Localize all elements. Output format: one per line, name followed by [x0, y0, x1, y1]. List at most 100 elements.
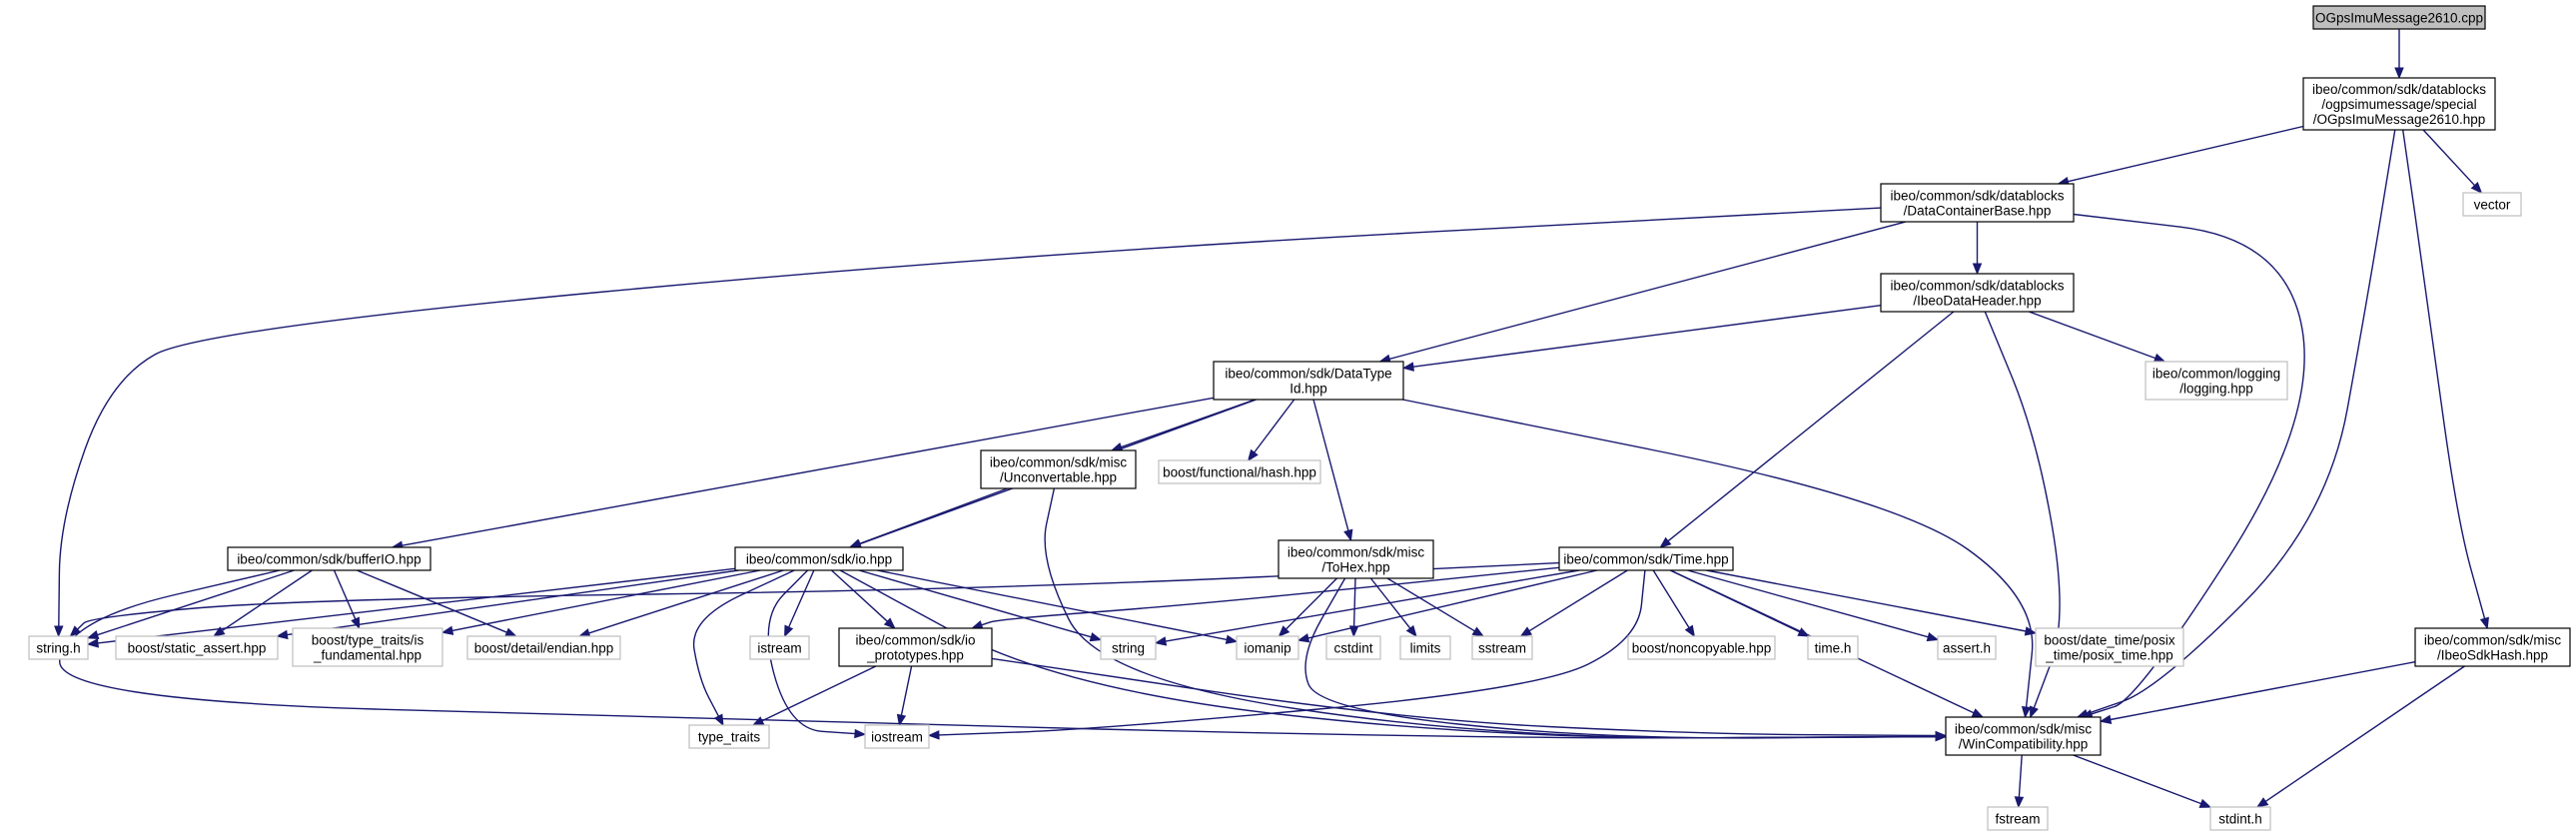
edge-line [2068, 125, 2304, 183]
node-label-line: string [1112, 641, 1145, 656]
node-bendian: boost/detail/endian.hpp [466, 635, 621, 660]
edge-idh-to-logging [2028, 311, 2166, 363]
node-label-line: sstream [1478, 641, 1526, 656]
edge-line [402, 397, 1215, 546]
edge-line [222, 569, 313, 631]
edge-arrowhead [276, 629, 289, 640]
node-unconv[interactable]: ibeo/common/sdk/misc/Unconvertable.hpp [980, 449, 1137, 489]
node-box [1880, 273, 2075, 313]
node-label-line: vector [2474, 198, 2511, 213]
edge-line [858, 487, 1008, 545]
edge-arrowhead [351, 616, 361, 630]
edge-ogps_hpp-to-dcb [2057, 125, 2304, 187]
edge-line [1706, 569, 2027, 632]
edge-arrowhead [504, 627, 517, 637]
node-box [1325, 635, 1381, 660]
node-label-line: string.h [36, 641, 80, 656]
node-label-line: boost/detail/endian.hpp [474, 641, 614, 656]
node-box [1213, 361, 1404, 401]
edge-sdkhash-to-stdinth [2255, 665, 2465, 808]
node-ioproto[interactable]: ibeo/common/sdk/io_prototypes.hpp [838, 627, 993, 667]
edge-line [1044, 487, 1937, 739]
node-label-line: /WinCompatibility.hpp [1959, 737, 2089, 752]
edge-arrowhead [2029, 705, 2039, 719]
edge-line [1388, 221, 1907, 361]
node-io[interactable]: ibeo/common/sdk/io.hpp [734, 546, 904, 571]
edge-dcb-to-dtid [1378, 221, 1907, 364]
edge-dtid-to-unconv [1110, 399, 1256, 451]
edge-line [1312, 399, 1349, 531]
edge-line [1165, 569, 1580, 642]
node-idh[interactable]: ibeo/common/sdk/datablocks/IbeoDataHeade… [1880, 273, 2075, 313]
node-istream: istream [749, 635, 810, 660]
edge-line [2422, 129, 2476, 187]
edge-line [858, 569, 1092, 638]
edge-line [2110, 661, 2416, 721]
edge-time-to-sstream [1519, 569, 1628, 637]
edge-arrowhead [1684, 624, 1696, 638]
edge-line [1402, 399, 2034, 708]
node-sdkhash[interactable]: ibeo/common/sdk/misc/IbeoSdkHash.hpp [2414, 627, 2571, 667]
edge-dtid-to-bhash [1247, 399, 1295, 462]
edge-arrowhead [2024, 626, 2038, 636]
edge-io-to-iomanip [876, 569, 1239, 644]
edge-line [2018, 754, 2023, 798]
node-label-line: boost/type_traits/is [312, 633, 425, 648]
node-box [1987, 806, 2049, 831]
edge-arrowhead [86, 638, 99, 648]
node-label-line: boost/functional/hash.hpp [1163, 465, 1316, 480]
edge-arrowhead [927, 730, 940, 740]
node-stringh: string.h [28, 635, 89, 660]
edge-arrowhead [54, 625, 64, 638]
node-label-line: fstream [1995, 812, 2040, 827]
edge-io-to-istream [784, 569, 815, 638]
edge-arrowhead [2021, 706, 2032, 719]
edge-time-to-stringh [69, 561, 1560, 637]
node-label-line: type_traits [698, 730, 761, 745]
edge-time-to-posix [1706, 569, 2038, 636]
node-logging: ibeo/common/logging/logging.hpp [2145, 361, 2288, 401]
node-ogps_hpp[interactable]: ibeo/common/sdk/datablocks/ogpsimumessag… [2302, 77, 2496, 131]
edge-line [767, 569, 856, 735]
edge-arrowhead [1278, 625, 1290, 637]
node-box [466, 635, 621, 660]
edge-line [2402, 129, 2486, 619]
edge-arrowhead [69, 625, 82, 637]
edge-line [588, 569, 784, 634]
edge-line [1667, 311, 1955, 542]
node-box [1627, 635, 1776, 660]
node-label-line: ibeo/common/sdk/io.hpp [746, 552, 892, 567]
node-dcb[interactable]: ibeo/common/sdk/datablocks/DataContainer… [1880, 183, 2075, 223]
node-tohex[interactable]: ibeo/common/sdk/misc/ToHex.hpp [1278, 539, 1434, 579]
node-box [2145, 361, 2288, 401]
node-wincompat[interactable]: ibeo/common/sdk/misc/WinCompatibility.hp… [1945, 716, 2102, 756]
edge-line [287, 569, 739, 636]
edge-line [1307, 569, 1598, 639]
node-label-line: assert.h [1943, 641, 1991, 656]
node-box [1945, 716, 2102, 756]
edge-arrowhead [896, 713, 907, 727]
edge-ioproto-to-wincompat [991, 657, 1948, 741]
edge-line [357, 569, 507, 633]
edge-line [1687, 569, 1929, 638]
edge-arrowhead [784, 624, 794, 638]
node-bufferio[interactable]: ibeo/common/sdk/bufferIO.hpp [227, 546, 431, 571]
node-label-line: boost/noncopyable.hpp [1632, 641, 1772, 656]
edge-line [2073, 213, 2305, 715]
edge-arrowhead [1154, 636, 1168, 646]
edge-wincompat-to-fstream [2014, 754, 2025, 809]
edge-arrowhead [1247, 448, 1259, 462]
edge-io-to-bsa [276, 569, 739, 640]
node-label-line: ibeo/common/sdk/bufferIO.hpp [237, 552, 421, 567]
node-time[interactable]: ibeo/common/sdk/Time.hpp [1558, 546, 1734, 571]
edge-arrowhead [212, 626, 226, 637]
edge-bufferio-to-stringh [86, 569, 295, 640]
node-box [688, 724, 770, 749]
node-vector: vector [2462, 192, 2522, 217]
node-box [1100, 635, 1157, 660]
node-label-line: iostream [871, 730, 923, 745]
edge-time-to-string [1154, 569, 1580, 646]
node-label-line: ibeo/common/sdk/io [855, 633, 975, 648]
edge-dcb-to-stringh [54, 207, 1882, 638]
